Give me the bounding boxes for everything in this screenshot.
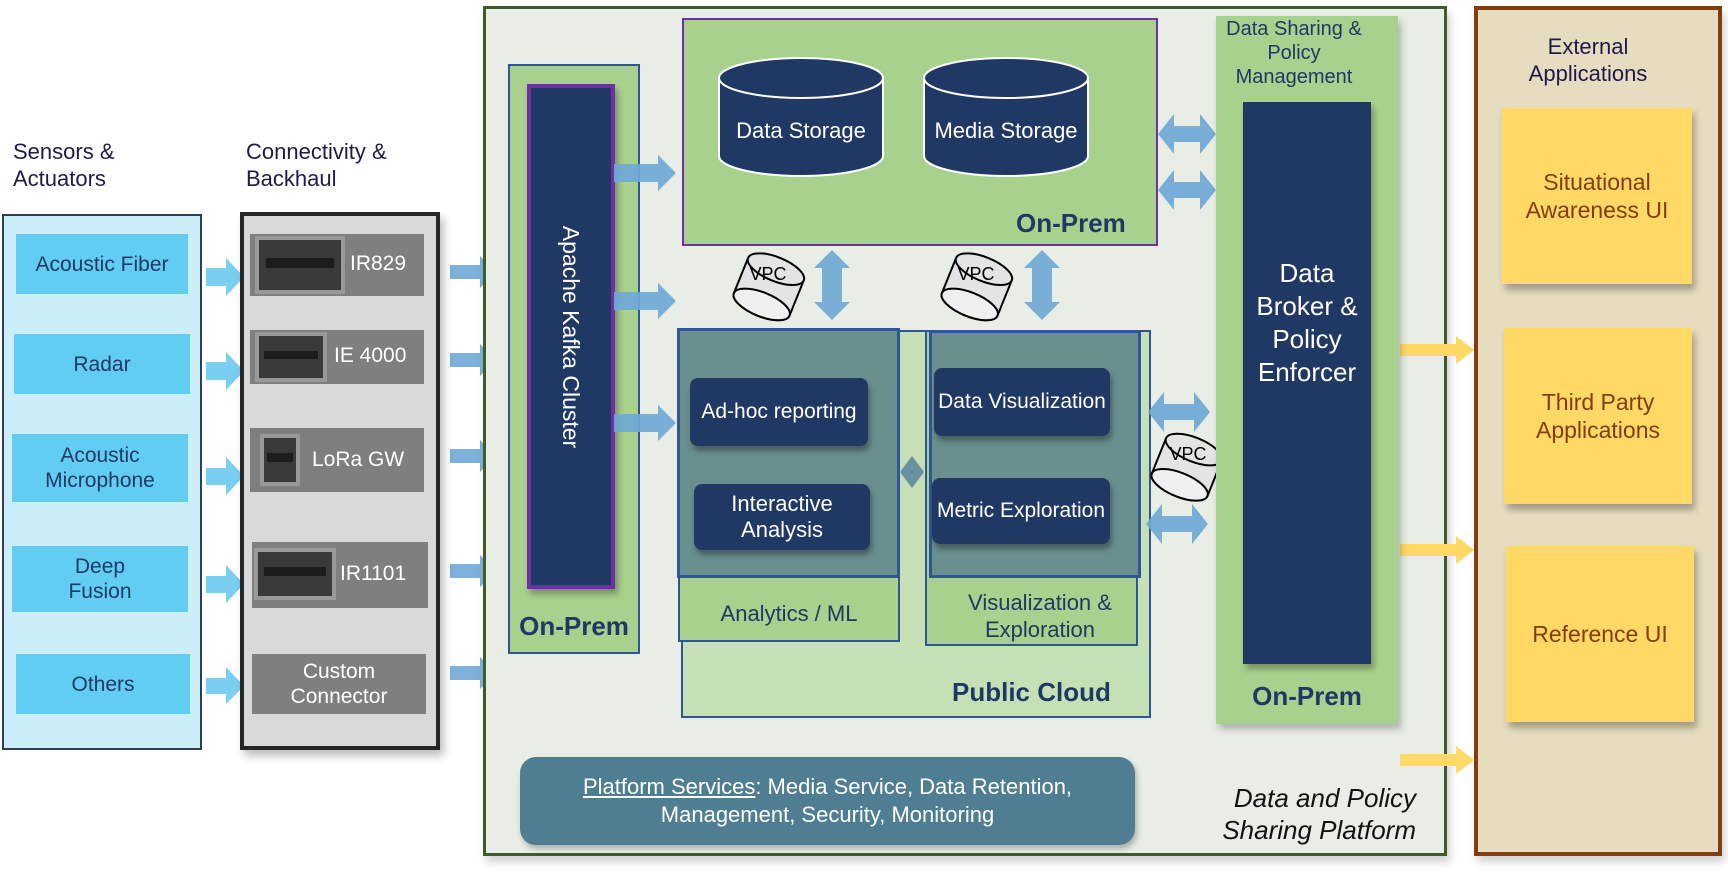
sensor-label: Radar <box>73 352 131 376</box>
vpc-icon: VPC <box>1150 432 1224 502</box>
kafka-zone-label: On-Prem <box>519 610 629 641</box>
platform-services-text: Platform Services: Media Service, Data R… <box>548 773 1108 829</box>
data-visualization-button[interactable]: Data Visualization <box>934 368 1110 436</box>
connectivity-title: Connectivity & Backhaul <box>246 139 387 191</box>
vpc-icon: VPC <box>940 252 1014 322</box>
sensor-label: Acoustic Fiber <box>35 252 169 276</box>
sensor-acoustic-fiber[interactable]: Acoustic Fiber <box>16 234 188 294</box>
device-ir1101[interactable]: IR1101 <box>252 542 428 608</box>
arrow-sensor-device-2 <box>206 352 244 390</box>
kafka-cluster[interactable]: Apache Kafka Cluster <box>527 84 615 589</box>
vpc-label: VPC <box>1169 444 1206 464</box>
app-situational-awareness[interactable]: Situational Awareness UI <box>1502 108 1692 284</box>
arrow-sensor-device-5 <box>206 667 244 704</box>
device-custom-connector[interactable]: Custom Connector <box>252 654 426 714</box>
device-label: LoRa GW <box>312 448 405 471</box>
app-label: Third Party Applications <box>1535 389 1661 443</box>
gateway-icon <box>260 434 300 486</box>
visualization-label: Visualization & Exploration <box>968 590 1112 642</box>
data-storage-cylinder[interactable] <box>715 56 895 186</box>
arrow-sensor-device-1 <box>206 258 244 296</box>
data-sharing-title: Data Sharing & Policy Management <box>1226 18 1362 88</box>
arrow-sensor-device-4 <box>206 565 244 603</box>
device-ir829[interactable]: IR829 <box>250 234 424 296</box>
broker-label: Data Broker & Policy Enforcer <box>1256 258 1358 387</box>
sensors-title: Sensors & Actuators <box>13 139 115 191</box>
sensor-radar[interactable]: Radar <box>14 334 190 394</box>
adhoc-reporting-button[interactable]: Ad-hoc reporting <box>690 378 868 446</box>
app-third-party[interactable]: Third Party Applications <box>1504 328 1692 504</box>
app-label: Situational Awareness UI <box>1525 169 1669 223</box>
interactive-analysis-button[interactable]: Interactive Analysis <box>694 484 870 550</box>
external-title: External Applications <box>1528 34 1648 86</box>
platform-services-banner[interactable]: Platform Services: Media Service, Data R… <box>520 757 1135 845</box>
kafka-label: Apache Kafka Cluster <box>558 225 585 448</box>
platform-services-heading: Platform Services <box>582 774 756 799</box>
sensor-label: Acoustic Microphone <box>45 444 155 492</box>
analytics-label: Analytics / ML <box>720 601 858 626</box>
device-ie4000[interactable]: IE 4000 <box>250 330 424 384</box>
sensor-label: Deep Fusion <box>68 555 132 603</box>
device-label: IR829 <box>350 252 407 275</box>
platform-label: Data and Policy Sharing Platform <box>1222 783 1416 845</box>
device-label: IR1101 <box>340 562 407 585</box>
router-icon <box>255 236 345 294</box>
public-cloud-label: Public Cloud <box>952 677 1111 707</box>
data-storage-label: Data Storage <box>736 117 866 143</box>
media-storage-cylinder[interactable] <box>920 56 1100 186</box>
broker-zone-label: On-Prem <box>1252 680 1362 711</box>
media-storage-label: Media Storage <box>934 117 1078 143</box>
router-icon <box>254 548 336 600</box>
platform-services-list: : Media Service, Data Retention, Managem… <box>660 774 1073 827</box>
sensor-label: Others <box>71 672 135 696</box>
app-label: Reference UI <box>1532 621 1668 647</box>
sensor-acoustic-microphone[interactable]: Acoustic Microphone <box>12 434 188 502</box>
arrow-sensor-device-3 <box>206 457 244 495</box>
storage-zone-label: On-Prem <box>1016 208 1126 238</box>
sensor-deep-fusion[interactable]: Deep Fusion <box>12 546 188 612</box>
switch-icon <box>255 332 327 382</box>
data-broker-policy-enforcer[interactable]: Data Broker & Policy Enforcer <box>1243 102 1371 664</box>
diamond-connector-icon <box>900 456 924 488</box>
app-reference-ui[interactable]: Reference UI <box>1506 546 1694 722</box>
metric-exploration-button[interactable]: Metric Exploration <box>932 478 1110 544</box>
device-label: Custom Connector <box>290 660 388 708</box>
device-label: IE 4000 <box>334 344 407 367</box>
vpc-label: VPC <box>957 264 994 284</box>
sensor-others[interactable]: Others <box>16 654 190 714</box>
device-lora-gw[interactable]: LoRa GW <box>250 428 424 492</box>
vpc-label: VPC <box>749 264 786 284</box>
vpc-icon: VPC <box>732 252 806 322</box>
